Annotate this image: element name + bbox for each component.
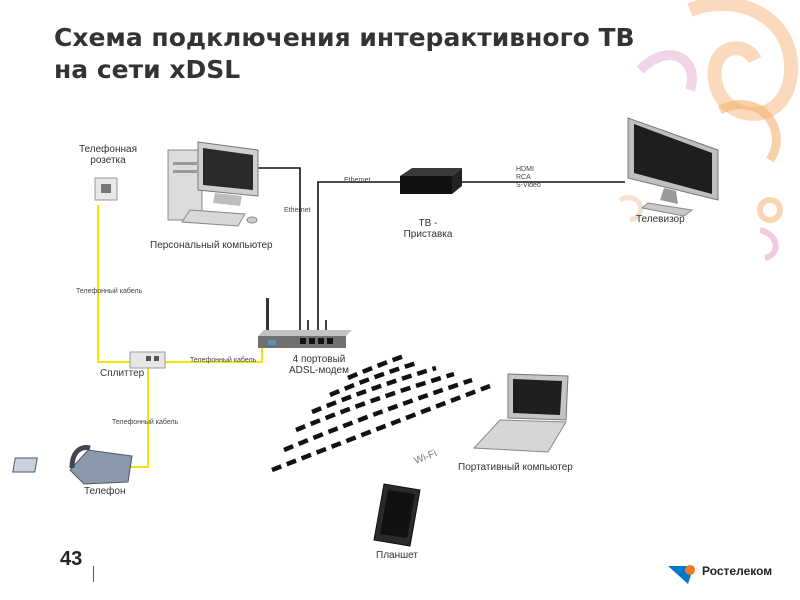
laptop-label: Портативный компьютер xyxy=(458,462,573,473)
stb-label-line1: ТВ - xyxy=(418,218,438,229)
ethernet-stb-label: Ethernet xyxy=(344,177,371,184)
splitter-label: Сплиттер xyxy=(100,368,145,379)
brand-name: Ростелеком xyxy=(702,564,773,578)
tablet-label: Планшет xyxy=(376,550,418,561)
pc-label: Персональный компьютер xyxy=(150,240,273,251)
wifi-arcs xyxy=(271,353,491,473)
page-title-line1: Схема подключения интерактивного ТВ xyxy=(54,23,635,52)
socket-label-line2: розетка xyxy=(90,155,126,166)
page-number: 43 xyxy=(60,548,83,570)
phone-cable-label-1: Телефонный кабель xyxy=(76,288,143,295)
decor-swirls xyxy=(618,0,799,261)
page-title: Схема подключения интерактивного ТВ на с… xyxy=(54,22,635,86)
tablet-icon xyxy=(373,483,421,547)
video-cable-hdmi: HDMI xyxy=(516,166,534,173)
video-cable-svideo: S-Video xyxy=(516,182,541,189)
phone-cables xyxy=(97,205,263,468)
stb-icon xyxy=(400,168,462,194)
rostelecom-logo-icon xyxy=(668,565,695,584)
socket-label-line1: Телефонная xyxy=(79,144,137,155)
tv-icon xyxy=(627,117,719,217)
modem-label-line1: 4 портовый xyxy=(292,354,346,365)
ethernet-pc-label: Ethernet xyxy=(284,207,311,214)
modem-label-line2: ADSL-модем xyxy=(289,365,349,376)
stb-label: ТВ - Приставка xyxy=(398,218,458,240)
socket-label: Телефонная розетка xyxy=(78,144,138,166)
phone-icon xyxy=(12,445,133,485)
tv-label: Телевизор xyxy=(636,214,685,225)
footer-divider xyxy=(93,566,94,582)
modem-label: 4 портовый ADSL-модем xyxy=(282,354,356,376)
splitter-icon xyxy=(129,351,166,369)
page-title-line2: на сети xDSL xyxy=(54,55,241,84)
pc-icon xyxy=(167,141,259,227)
phone-label: Телефон xyxy=(84,486,126,497)
video-cable-label: HDMI RCA S-Video xyxy=(516,166,541,190)
video-cable-rca: RCA xyxy=(516,174,531,181)
laptop-icon xyxy=(472,373,569,453)
stb-label-line2: Приставка xyxy=(403,229,453,240)
phone-cable-label-3: Телефонный кабель xyxy=(112,419,179,426)
socket-icon xyxy=(94,177,118,201)
modem-icon xyxy=(258,298,352,348)
phone-cable-label-2: Телефонный кабель xyxy=(190,357,257,364)
